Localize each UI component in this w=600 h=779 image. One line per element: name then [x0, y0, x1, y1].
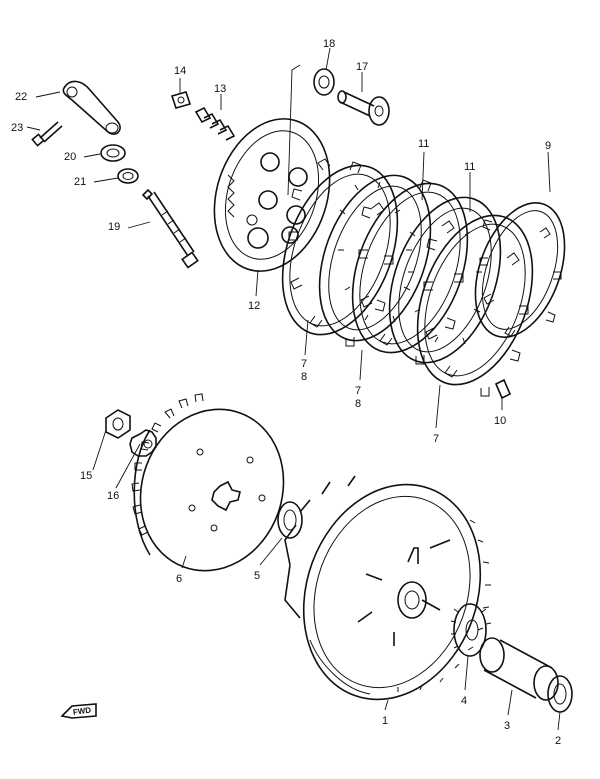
label-part-15: 15: [80, 470, 92, 482]
thrust-washer-5: [277, 501, 303, 539]
label-part-5: 5: [254, 570, 260, 582]
drive-plate-2: [351, 179, 469, 365]
label-part-11b: 11: [464, 161, 475, 173]
label-part-6: 6: [176, 573, 182, 585]
label-part-2: 2: [555, 735, 561, 747]
pressure-plate: [213, 118, 331, 272]
bolt-14: [170, 91, 192, 109]
label-part-3: 3: [504, 720, 510, 732]
label-part-10: 10: [494, 415, 506, 427]
label-part-17: 17: [356, 61, 368, 73]
bearing-17: [337, 90, 390, 126]
fwd-label: FWD: [72, 705, 92, 716]
drive-plate-9: [474, 202, 566, 338]
label-part-14: 14: [174, 65, 186, 77]
label-part-11a: 11: [418, 138, 429, 150]
label-part-18: 18: [323, 38, 335, 50]
primary-drive-gear-4: [450, 603, 492, 657]
label-part-9: 9: [545, 140, 551, 152]
label-part-16: 16: [107, 490, 119, 502]
label-part-4: 4: [461, 695, 467, 707]
label-part-7a: 7: [301, 358, 307, 370]
label-part-20: 20: [64, 151, 76, 163]
spacer-3: [479, 637, 559, 701]
oil-seal-20: [100, 144, 126, 162]
release-arm: [62, 80, 121, 135]
part-number-labels: 1 2 3 4 5 6 7 8 7 8 7 9 10 11 11 12 13 1…: [11, 38, 561, 747]
label-part-7c: 7: [433, 433, 439, 445]
nut-15: [105, 409, 131, 439]
drive-plate-3: [416, 214, 534, 397]
pushrod-leader: [287, 64, 301, 196]
label-part-8b: 8: [355, 398, 361, 410]
clutch-sleeve-hub: [131, 393, 285, 572]
lock-washer-16: [129, 429, 157, 457]
label-part-12: 12: [248, 300, 260, 312]
label-part-23: 23: [11, 122, 23, 134]
washer-2: [547, 675, 573, 713]
bolt-23: [31, 121, 63, 147]
label-part-7b: 7: [355, 385, 361, 397]
drive-plate-1: [281, 158, 399, 347]
leader-lines: [26, 47, 561, 731]
label-part-19: 19: [108, 221, 120, 233]
primary-driven-gear-housing: [284, 475, 491, 701]
pin-10: [494, 378, 512, 400]
washer-21: [117, 168, 139, 184]
label-part-13: 13: [214, 83, 226, 95]
release-shaft-19: [141, 188, 199, 269]
label-part-1: 1: [382, 715, 388, 727]
label-part-22: 22: [15, 91, 27, 103]
washer-18: [313, 68, 335, 96]
forward-arrow-icon: FWD: [60, 703, 97, 719]
spring-13: [194, 106, 236, 141]
label-part-8a: 8: [301, 371, 307, 383]
label-part-21: 21: [74, 176, 86, 188]
